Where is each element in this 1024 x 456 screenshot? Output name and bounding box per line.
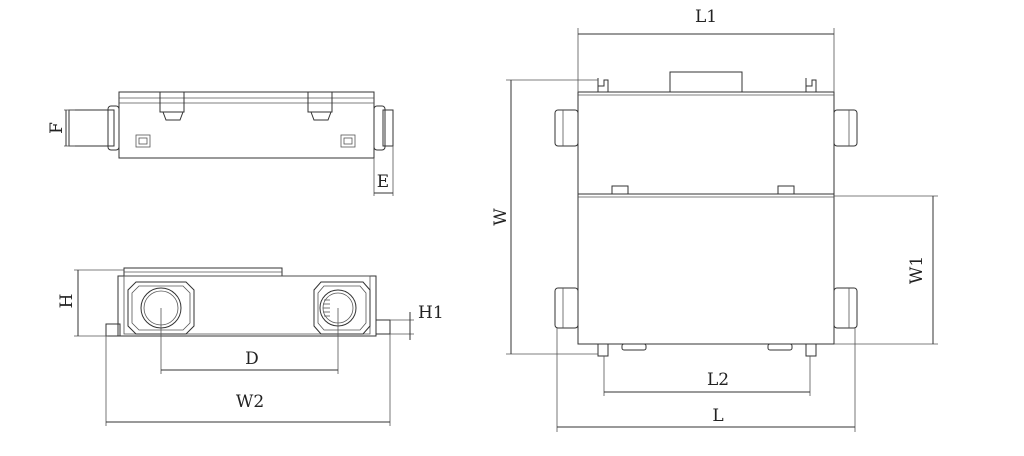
top-view-duct-right <box>382 109 394 147</box>
top-view-bracket-right <box>307 91 333 121</box>
dim-label-w2: W2 <box>236 392 264 412</box>
top-view-bracket-left <box>159 91 185 121</box>
plan-upper-body <box>577 91 835 195</box>
dim-w1: W1 <box>834 195 938 345</box>
dim-w2: W2 <box>105 334 391 426</box>
front-view: H H1 D W2 <box>57 267 444 426</box>
dim-h1: H1 <box>390 303 444 340</box>
dim-l: L <box>556 328 856 432</box>
dim-label-f: F <box>47 122 67 134</box>
dim-label-e: E <box>377 172 389 192</box>
plan-top-vent <box>669 71 743 93</box>
dim-d: D <box>160 308 339 374</box>
dim-e: E <box>373 146 394 196</box>
dim-l1: L1 <box>577 7 835 92</box>
plan-duct-lower-left <box>554 287 579 329</box>
dim-f: F <box>47 109 75 147</box>
dim-label-d: D <box>245 349 259 369</box>
plan-duct-upper-left <box>554 109 579 147</box>
dim-label-l: L <box>712 406 723 426</box>
front-view-port-right <box>313 281 371 335</box>
dim-h: H <box>57 269 124 337</box>
dim-label-h1: H1 <box>418 303 444 323</box>
dim-label-l1: L1 <box>695 7 717 27</box>
front-view-body <box>117 275 377 337</box>
dim-label-w1: W1 <box>907 256 927 284</box>
dim-label-h: H <box>57 294 77 309</box>
top-view-body <box>118 91 375 159</box>
dim-label-l2: L2 <box>707 370 729 390</box>
top-view-duct-left <box>68 109 115 147</box>
plan-view: L1 W W1 L2 L <box>491 7 938 432</box>
plan-duct-upper-right <box>833 109 858 147</box>
dim-l2: L2 <box>603 356 811 396</box>
dim-label-w: W <box>491 208 511 226</box>
plan-duct-lower-right <box>833 287 858 329</box>
dim-w: W <box>491 79 598 355</box>
top-view: F E <box>47 91 394 196</box>
plan-lower-body <box>577 193 835 345</box>
